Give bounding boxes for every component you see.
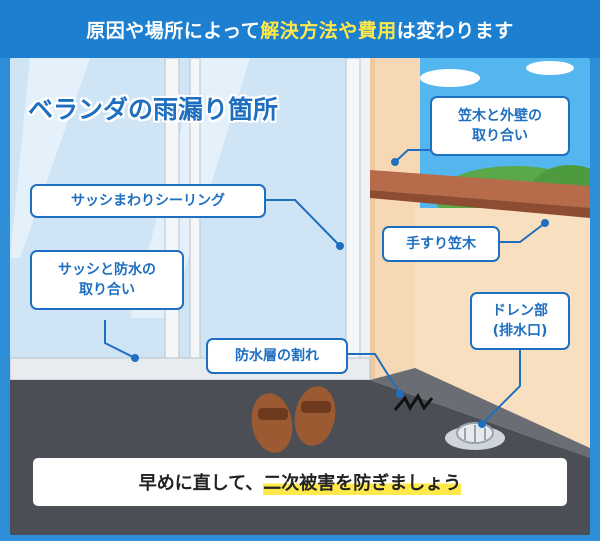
floor-edge (370, 368, 590, 458)
callout-bousui-ware: 防水層の割れ (206, 338, 348, 374)
callout-kasagi-gaiheki-line2: 取り合い (472, 128, 528, 144)
header-text-highlight: 解決方法や費用 (260, 19, 397, 42)
callout-sash-bousui: サッシと防水の 取り合い (30, 250, 184, 310)
cloud (526, 61, 574, 75)
callout-bousui-ware-text: 防水層の割れ (235, 348, 319, 364)
callout-drain-line2: (排水口) (492, 323, 548, 339)
header-text-1: 原因や場所によって (86, 19, 261, 42)
cloud (420, 69, 480, 87)
callout-kasagi-gaiheki: 笠木と外壁の 取り合い (430, 96, 570, 156)
diagram-title: ベランダの雨漏り箇所 (28, 95, 279, 124)
callout-lines (104, 149, 546, 425)
crack-icon (393, 393, 434, 411)
callout-kasagi-gaiheki-line1: 笠木と外壁の (458, 108, 542, 124)
footer-message: 早めに直して、二次被害を防ぎましょう (33, 458, 567, 506)
callout-drain: ドレン部 (排水口) (470, 292, 570, 350)
header-banner: 原因や場所によって解決方法や費用は変わります (0, 0, 600, 58)
callout-sash-bousui-line1: サッシと防水の (58, 262, 156, 278)
handrail-cap-side (370, 190, 590, 218)
handrail-cap (370, 170, 590, 208)
drain-icon (445, 422, 505, 450)
callout-sash-sealing-text: サッシまわりシーリング (71, 193, 225, 209)
callout-sash-sealing: サッシまわりシーリング (30, 184, 266, 218)
callout-sash-bousui-line2: 取り合い (79, 282, 135, 298)
footer-text-1: 早めに直して、 (138, 473, 264, 494)
callout-dots (131, 158, 549, 428)
header-text-2: は変わります (396, 19, 514, 42)
footer-text-highlight: 二次被害を防ぎましょう (263, 469, 462, 495)
callout-drain-line1: ドレン部 (492, 303, 548, 319)
callout-tesuri-kasagi-text: 手すり笠木 (406, 236, 476, 252)
window-frame (345, 58, 361, 377)
sandals-icon (251, 386, 336, 453)
callout-tesuri-kasagi: 手すり笠木 (382, 226, 500, 262)
